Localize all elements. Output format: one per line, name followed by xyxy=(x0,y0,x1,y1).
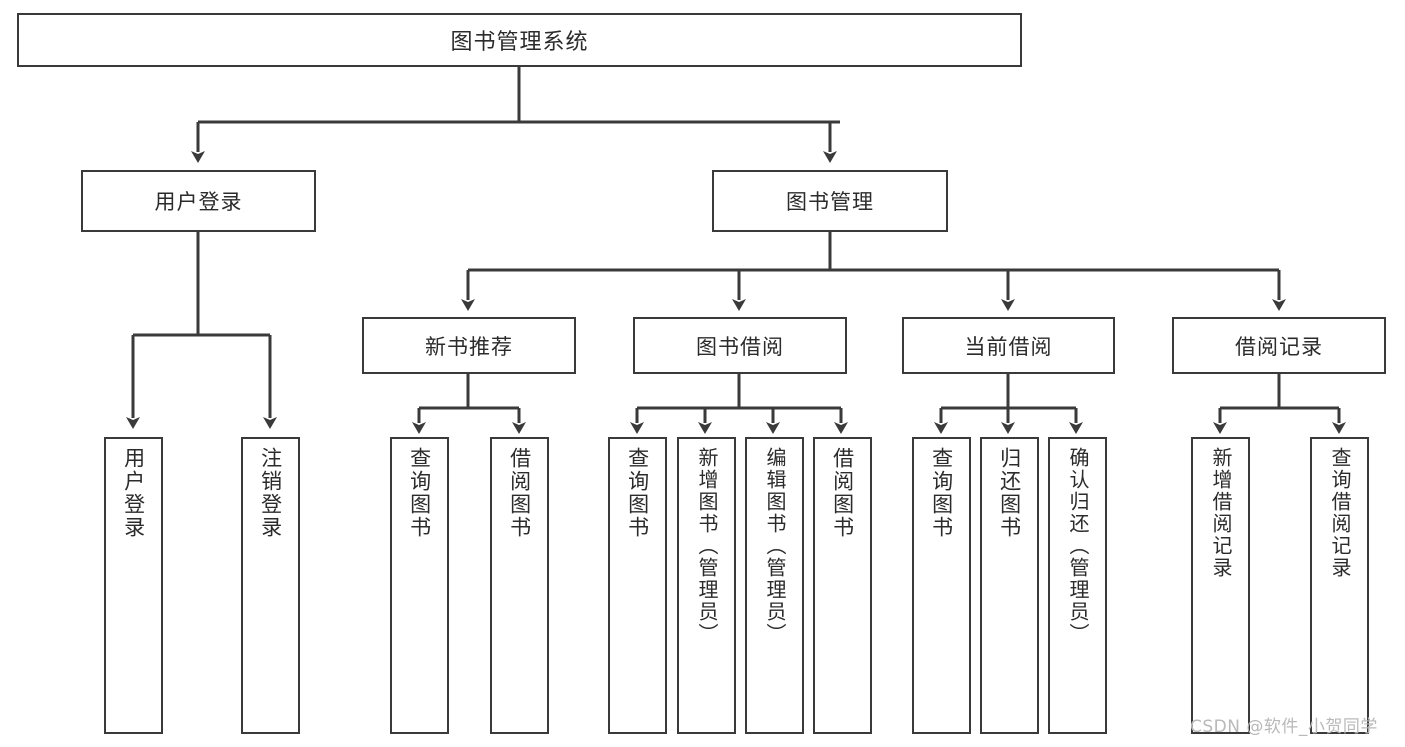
node-borrow-record[interactable]: 借阅记录 xyxy=(1172,317,1386,374)
node-root-system[interactable]: 图书管理系统 xyxy=(17,13,1022,67)
node-label: 查询图书 xyxy=(929,447,954,539)
node-label: 归还图书 xyxy=(997,447,1022,539)
leaf-recommend-borrow-book[interactable]: 借阅图书 xyxy=(490,437,549,734)
node-book-management[interactable]: 图书管理 xyxy=(712,170,948,232)
node-label: 注销登录 xyxy=(258,447,283,539)
node-label: 新增借阅记录 xyxy=(1209,447,1233,579)
node-label: 借阅记录 xyxy=(1235,334,1323,359)
leaf-borrow-edit-book[interactable]: 编辑图书（管理员） xyxy=(745,437,804,734)
leaf-recommend-query-book[interactable]: 查询图书 xyxy=(390,437,449,734)
node-user-login[interactable]: 用户登录 xyxy=(81,170,316,232)
leaf-record-add-record[interactable]: 新增借阅记录 xyxy=(1191,437,1250,734)
node-label: 确认归还（管理员） xyxy=(1066,447,1090,645)
node-label: 查询图书 xyxy=(625,447,650,539)
leaf-user-logout[interactable]: 注销登录 xyxy=(241,437,300,734)
node-label: 图书管理系统 xyxy=(450,30,589,55)
leaf-current-confirm-return[interactable]: 确认归还（管理员） xyxy=(1048,437,1107,734)
node-label: 借阅图书 xyxy=(830,447,855,539)
leaf-borrow-borrow-book[interactable]: 借阅图书 xyxy=(813,437,872,734)
node-current-borrow[interactable]: 当前借阅 xyxy=(902,317,1115,374)
leaf-borrow-add-book[interactable]: 新增图书（管理员） xyxy=(677,437,736,734)
leaf-record-query-record[interactable]: 查询借阅记录 xyxy=(1310,437,1369,734)
node-label: 当前借阅 xyxy=(964,334,1053,359)
node-label: 图书借阅 xyxy=(696,334,784,359)
leaf-borrow-query-book[interactable]: 查询图书 xyxy=(608,437,667,734)
node-label: 用户登录 xyxy=(121,447,146,539)
node-label: 新书推荐 xyxy=(425,334,513,359)
leaf-user-login[interactable]: 用户登录 xyxy=(104,437,163,734)
node-label: 编辑图书（管理员） xyxy=(763,447,787,645)
watermark: CSDN @软件_小贺同学 xyxy=(1190,717,1378,737)
node-label: 借阅图书 xyxy=(507,447,532,539)
node-label: 用户登录 xyxy=(154,190,243,214)
node-label: 查询图书 xyxy=(407,447,432,539)
node-label: 查询借阅记录 xyxy=(1328,447,1352,579)
leaf-current-return-book[interactable]: 归还图书 xyxy=(980,437,1039,734)
node-label: 图书管理 xyxy=(786,190,874,214)
node-label: 新增图书（管理员） xyxy=(695,447,719,645)
node-new-book-recommend[interactable]: 新书推荐 xyxy=(362,317,576,374)
node-book-borrow[interactable]: 图书借阅 xyxy=(633,317,847,374)
leaf-current-query-book[interactable]: 查询图书 xyxy=(912,437,971,734)
